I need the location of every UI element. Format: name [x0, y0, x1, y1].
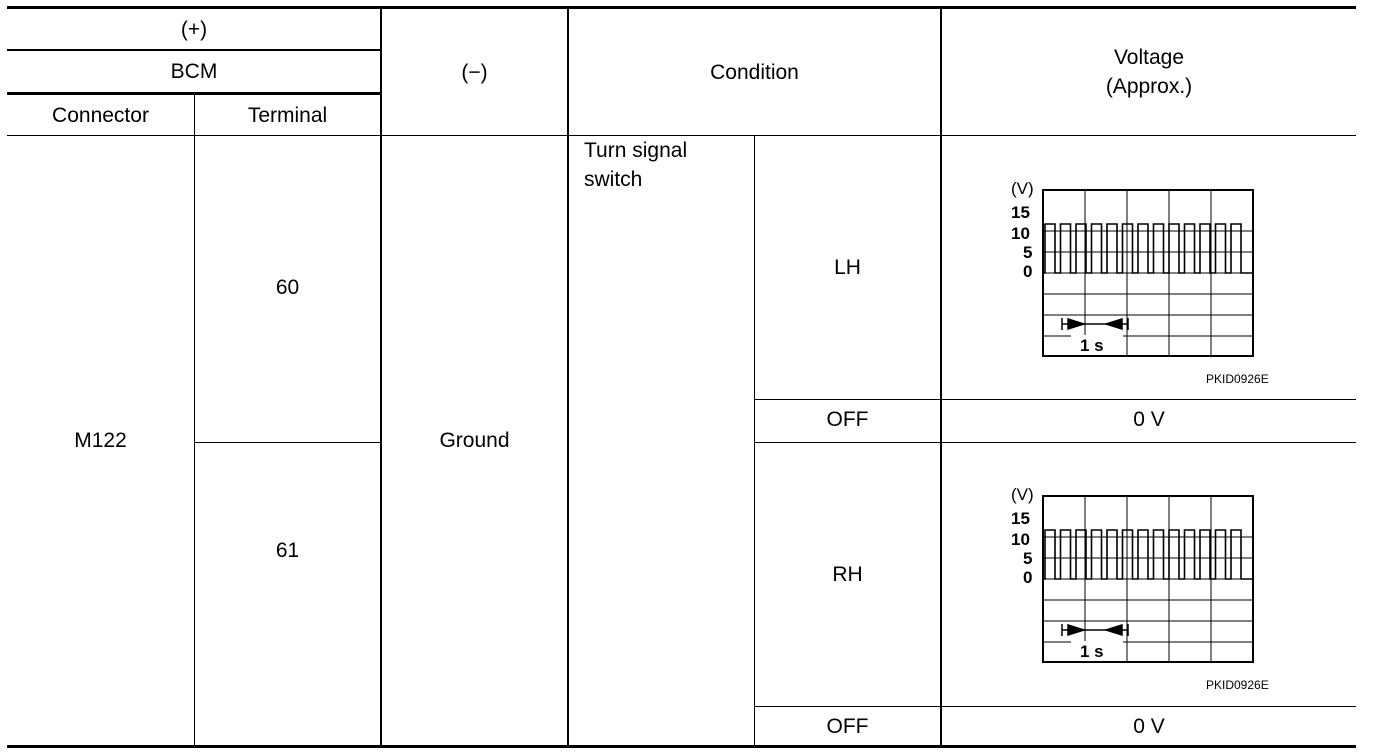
- waveform-rh: [1043, 529, 1253, 580]
- table-top-border: [7, 6, 1356, 9]
- waveform-lh: [1043, 223, 1253, 274]
- unit-label-lh: (V): [1011, 179, 1034, 198]
- row-rule-lh-off: [755, 399, 1356, 400]
- header-bcm: BCM: [170, 60, 218, 83]
- figure-code-rh: PKID0926E: [1206, 678, 1269, 692]
- y-label-10-rh: 10: [1011, 530, 1030, 549]
- header-connector: Connector: [52, 103, 149, 127]
- figure-code-lh: PKID0926E: [1206, 372, 1269, 386]
- unit-label-rh: (V): [1011, 485, 1034, 504]
- y-label-15-rh: 15: [1011, 509, 1030, 528]
- col-rule-minus: [567, 8, 569, 747]
- condition-line1: Turn signal: [584, 139, 688, 162]
- header-bottom-rule: [7, 135, 1356, 136]
- state-rh: RH: [832, 563, 863, 586]
- header-rule-plus: [7, 49, 381, 51]
- connector-value: M122: [74, 429, 127, 452]
- y-label-0-lh: 0: [1023, 262, 1032, 281]
- header-voltage-line2: (Approx.): [1105, 75, 1193, 98]
- terminal-rh: 61: [275, 538, 300, 562]
- voltage-off-rh: 0 V: [1133, 714, 1165, 738]
- table-bottom-border: [7, 745, 1356, 748]
- header-rule-bcm: [7, 92, 381, 95]
- row-rule-off-rh: [755, 442, 1356, 443]
- y-label-0-rh: 0: [1023, 568, 1032, 587]
- minus-value: Ground: [439, 429, 510, 452]
- state-off-rh: OFF: [826, 714, 869, 738]
- row-rule-rh-off: [755, 706, 1356, 707]
- col-rule-voltage: [940, 8, 942, 747]
- state-lh: LH: [834, 256, 861, 279]
- time-marker-rh: [1061, 623, 1129, 637]
- col-rule-condition: [754, 136, 755, 747]
- header-minus: (−): [461, 60, 488, 84]
- oscilloscope-lh: (V) 15 10 5 0 1 s: [1011, 179, 1254, 357]
- header-voltage-line1: Voltage: [1113, 46, 1185, 69]
- header-terminal: Terminal: [247, 103, 328, 127]
- y-label-10-lh: 10: [1011, 224, 1030, 243]
- header-plus: (+): [180, 17, 208, 41]
- y-label-5-lh: 5: [1023, 243, 1032, 262]
- terminal-lh: 60: [275, 275, 300, 299]
- header-condition: Condition: [710, 60, 799, 84]
- oscilloscope-rh: (V) 15 10 5 0 1 s: [1011, 485, 1254, 663]
- y-label-5-rh: 5: [1023, 549, 1032, 568]
- time-label-rh: 1 s: [1080, 642, 1104, 661]
- condition-value: Turn signal switch: [584, 136, 754, 745]
- row-rule-60-61: [194, 442, 381, 443]
- state-off-lh: OFF: [826, 407, 869, 431]
- time-marker-lh: [1061, 317, 1129, 331]
- header-voltage: Voltage (Approx.): [942, 9, 1356, 135]
- time-label-lh: 1 s: [1080, 336, 1104, 355]
- condition-line2: switch: [584, 168, 643, 191]
- col-rule-plus: [380, 8, 382, 747]
- voltage-off-lh: 0 V: [1133, 407, 1165, 431]
- col-rule-connector: [194, 94, 195, 747]
- y-label-15-lh: 15: [1011, 203, 1030, 222]
